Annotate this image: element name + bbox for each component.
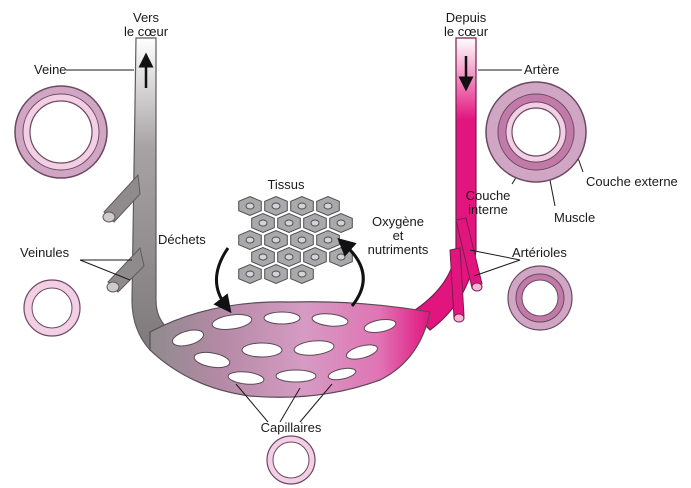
artery-cross-section — [486, 82, 586, 182]
tissue-cell-nucleus — [324, 203, 332, 209]
arteriole-cross-section — [508, 266, 572, 330]
tissue-cell-nucleus — [272, 237, 280, 243]
arteriole-opening-b — [454, 314, 464, 322]
tissue-cells — [239, 197, 353, 284]
tissue-cell-nucleus — [337, 220, 345, 226]
muscle-label: Muscle — [554, 210, 595, 225]
venule-opening-upper — [103, 212, 115, 222]
capillaries-label: Capillaires — [261, 420, 322, 435]
waste-label: Déchets — [158, 232, 206, 247]
oxygen-label-line3: nutriments — [368, 242, 429, 257]
waste-arrow — [216, 248, 228, 306]
tissue-cell-nucleus — [285, 220, 293, 226]
to-heart-label-line2: le cœur — [124, 24, 169, 39]
oxygen-label-line1: Oxygène — [372, 214, 424, 229]
tissue-cell-nucleus — [298, 237, 306, 243]
tissue-cell-nucleus — [311, 220, 319, 226]
outer-layer-label: Couche externe — [586, 174, 678, 189]
venule-cross-section — [24, 280, 80, 336]
arterioles-label: Artérioles — [512, 245, 567, 260]
tissue-cell-nucleus — [246, 237, 254, 243]
capillary-cross-section — [267, 436, 315, 484]
to-heart-label-line1: Vers — [133, 10, 160, 25]
venule-opening-lower — [107, 282, 119, 292]
tissue-cell-nucleus — [324, 237, 332, 243]
vein-cross-section — [15, 86, 107, 178]
tissue-cell-nucleus — [259, 254, 267, 260]
from-heart-label-line1: Depuis — [446, 10, 487, 25]
tissue-cell-nucleus — [285, 254, 293, 260]
tissue-cell-nucleus — [259, 220, 267, 226]
inner-layer-label-line1: Couche — [466, 188, 511, 203]
artery-label: Artère — [524, 62, 559, 77]
tissue-cell-nucleus — [246, 271, 254, 277]
tissue-cell-nucleus — [337, 254, 345, 260]
vein-label: Veine — [34, 62, 67, 77]
tissue-cell-nucleus — [246, 203, 254, 209]
inner-layer-label-line2: interne — [468, 202, 508, 217]
from-heart-label-line2: le cœur — [444, 24, 489, 39]
venules-label: Veinules — [20, 245, 70, 260]
arteriole-opening-a — [472, 283, 482, 291]
tissue-label: Tissus — [267, 177, 305, 192]
oxygen-label-line2: et — [393, 228, 404, 243]
tissue-cell-nucleus — [272, 203, 280, 209]
tissue-cell-nucleus — [298, 203, 306, 209]
tissue-cell-nucleus — [311, 254, 319, 260]
tissue-cell-nucleus — [298, 271, 306, 277]
tissue-cell-nucleus — [272, 271, 280, 277]
